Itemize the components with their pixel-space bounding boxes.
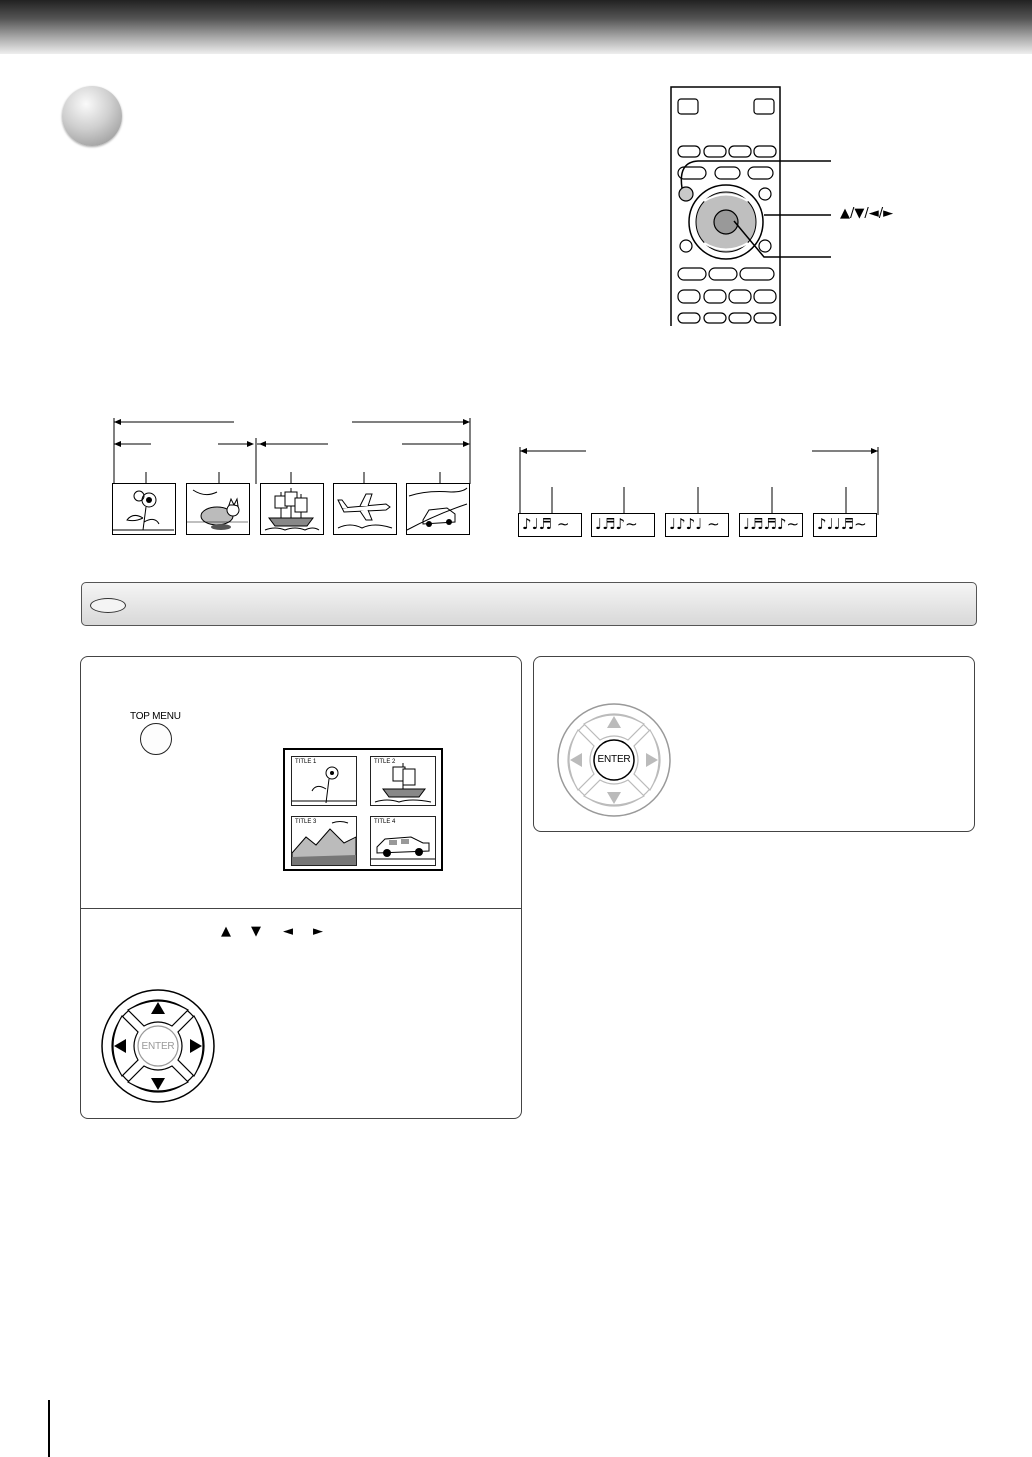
remote-control-icon [668, 84, 784, 326]
title-3-thumb[interactable]: TITLE 3 [291, 816, 357, 866]
cat-icon [186, 483, 250, 535]
music-track-2: ♩♬♪∼ [591, 513, 655, 537]
arrow-left-glyph: ◄ [283, 924, 293, 939]
sunflower-icon [112, 483, 176, 535]
title-2-label: TITLE 2 [374, 759, 396, 765]
section-ball-icon [62, 86, 122, 146]
top-menu-button[interactable] [140, 723, 172, 755]
ship-icon [260, 483, 324, 535]
car-icon [406, 483, 470, 535]
ship-icon [374, 763, 432, 803]
music-track-3: ♩♪♪♩ ∼ [665, 513, 729, 537]
music-track-1: ♪♩♬ ∼ [518, 513, 582, 537]
title-2-thumb[interactable]: TITLE 2 [370, 756, 436, 806]
arrow-right-glyph: ► [313, 924, 323, 939]
car-icon [371, 836, 435, 860]
section-title-bar [81, 582, 977, 626]
title-4-label: TITLE 4 [374, 819, 396, 825]
airplane-icon [333, 483, 397, 535]
track-bracket-diagram [519, 447, 879, 515]
title-menu-screen: TITLE 1 TITLE 2 TITLE 3 TITLE 4 [283, 748, 443, 871]
arrow-up-glyph: ▲ [221, 924, 231, 939]
sunflower-icon [292, 766, 356, 804]
top-menu-label: TOP MENU [130, 711, 181, 722]
arrow-buttons-label: ▲/▼/◄/► [840, 206, 894, 221]
title-3-label: TITLE 3 [295, 819, 317, 825]
header-band [0, 0, 1032, 54]
remote-callout-lines [680, 160, 831, 258]
title-4-thumb[interactable]: TITLE 4 [370, 816, 436, 866]
page-margin-rule [48, 1400, 50, 1457]
music-track-4: ♩♬♬♪∼ [739, 513, 803, 537]
dpad-center-label: ENTER [141, 1041, 175, 1052]
dpad-enter-icon[interactable] [556, 702, 672, 818]
enter-button-label[interactable]: ENTER [597, 754, 631, 765]
music-track-5: ♪♩♩♬∼ [813, 513, 877, 537]
arrow-down-glyph: ▼ [251, 924, 261, 939]
disc-type-badge [90, 598, 126, 613]
title-1-label: TITLE 1 [295, 759, 317, 765]
title-1-thumb[interactable]: TITLE 1 [291, 756, 357, 806]
dpad-icon[interactable] [100, 988, 216, 1104]
title-chapter-bracket-diagram [113, 418, 471, 484]
step-divider [81, 908, 521, 909]
